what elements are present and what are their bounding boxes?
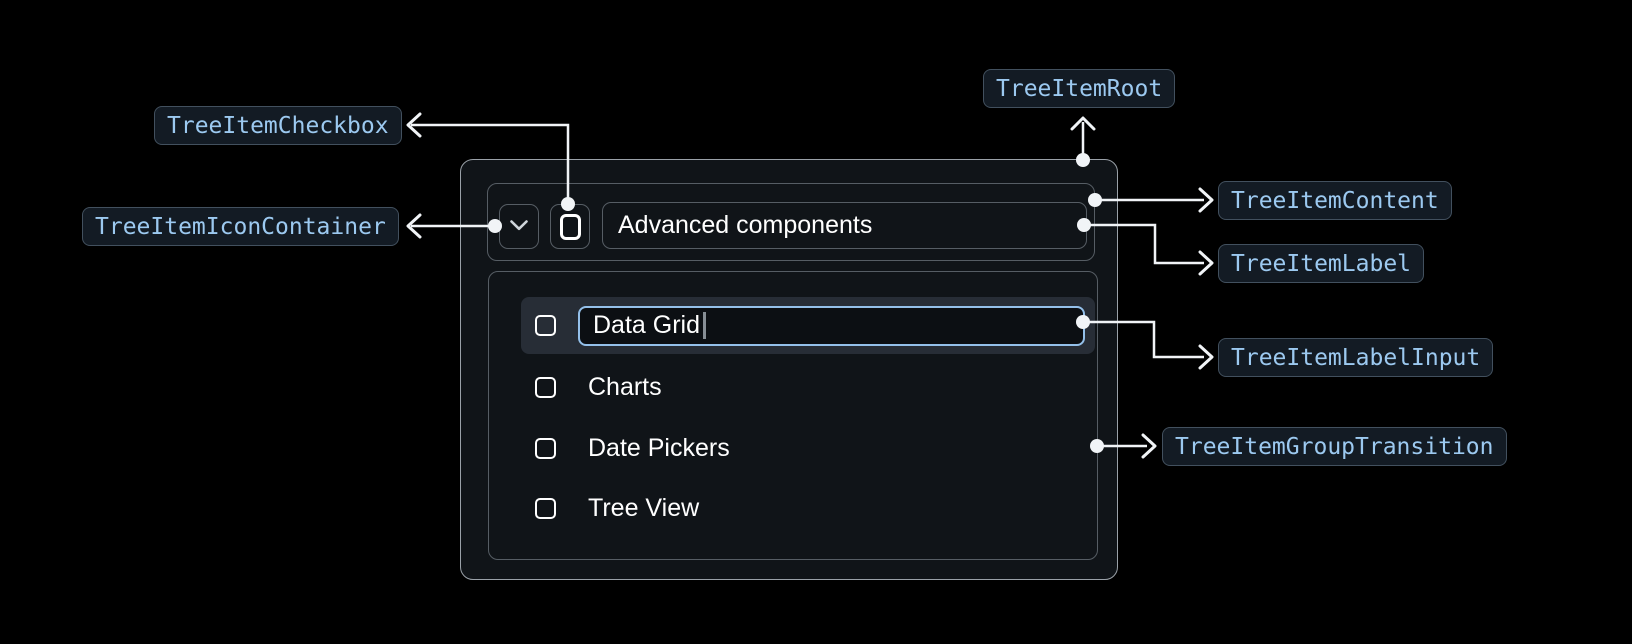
- checkbox-unchecked-icon[interactable]: [535, 437, 556, 459]
- tree-item-icon-container[interactable]: [499, 204, 539, 249]
- tree-item-label-text: Advanced components: [618, 211, 873, 239]
- tree-item-row[interactable]: Date Pickers: [521, 420, 1095, 476]
- annotation-tree-item-content: TreeItemContent: [1218, 181, 1452, 220]
- checkbox-unchecked-icon[interactable]: [535, 376, 556, 398]
- text-cursor: [702, 312, 706, 339]
- tree-item-content[interactable]: Advanced components: [487, 183, 1095, 261]
- annotation-tree-item-label-input: TreeItemLabelInput: [1218, 338, 1494, 377]
- tree-item-group-transition: Data Grid Charts Date Pickers Tree View: [488, 271, 1098, 560]
- checkbox-unchecked-icon[interactable]: [535, 315, 556, 336]
- annotation-tree-item-root: TreeItemRoot: [983, 69, 1176, 108]
- annotation-tree-item-group-transition: TreeItemGroupTransition: [1162, 427, 1507, 466]
- annotation-tree-item-icon-container: TreeItemIconContainer: [82, 207, 399, 246]
- checkbox-unchecked-icon: [559, 213, 581, 240]
- tree-item-row[interactable]: Charts: [521, 359, 1095, 415]
- annotation-tree-item-label: TreeItemLabel: [1218, 244, 1425, 283]
- label-input-value: Data Grid: [593, 311, 700, 339]
- tree-item-label: Advanced components: [602, 202, 1087, 249]
- tree-item-label-text: Charts: [588, 372, 662, 401]
- checkbox-unchecked-icon[interactable]: [535, 497, 556, 519]
- tree-item-label-text: Date Pickers: [588, 433, 730, 462]
- tree-item-label-text: Tree View: [588, 493, 700, 522]
- tree-item-checkbox[interactable]: [550, 204, 590, 249]
- annotation-tree-item-checkbox: TreeItemCheckbox: [154, 106, 402, 145]
- chevron-down-icon: [510, 218, 528, 236]
- tree-item-label-input[interactable]: Data Grid: [578, 305, 1085, 346]
- tree-item-row-editing[interactable]: Data Grid: [521, 297, 1095, 354]
- tree-item-row[interactable]: Tree View: [521, 480, 1095, 536]
- tree-item-root: Advanced components Data Grid Charts Dat…: [460, 159, 1118, 580]
